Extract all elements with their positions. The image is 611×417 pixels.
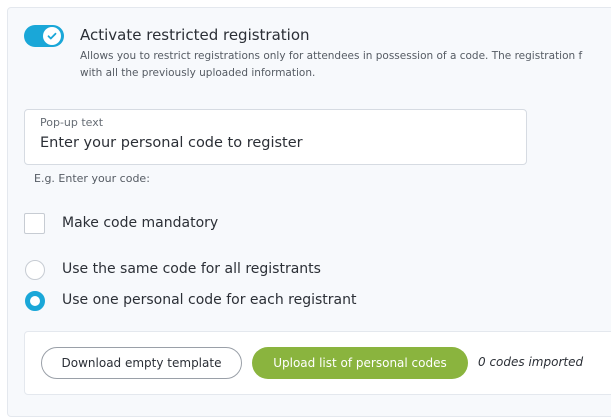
popup-text-label: Pop-up text <box>40 116 104 129</box>
description-line: Allows you to restrict registrations onl… <box>80 50 583 62</box>
activate-restricted-registration-toggle[interactable] <box>24 25 64 47</box>
upload-codes-button[interactable]: Upload list of personal codes <box>252 347 468 379</box>
same-code-label: Use the same code for all registrants <box>62 261 321 277</box>
codes-imported-count: 0 codes imported <box>478 355 584 369</box>
personal-code-label: Use one personal code for each registran… <box>62 292 357 308</box>
make-code-mandatory-checkbox[interactable] <box>24 213 45 234</box>
make-code-mandatory-label: Make code mandatory <box>62 215 219 231</box>
popup-text-field[interactable]: Pop-up text <box>24 109 527 165</box>
download-template-button[interactable]: Download empty template <box>41 347 242 379</box>
description-line: with all the previously uploaded informa… <box>80 67 316 79</box>
restricted-registration-description: Allows you to restrict registrations onl… <box>80 48 582 82</box>
personal-code-radio[interactable] <box>25 291 45 311</box>
restricted-registration-title: Activate restricted registration <box>80 26 310 44</box>
check-icon <box>43 27 61 45</box>
popup-text-input[interactable] <box>40 135 510 151</box>
popup-text-hint: E.g. Enter your code: <box>34 172 150 185</box>
same-code-radio[interactable] <box>25 260 45 280</box>
